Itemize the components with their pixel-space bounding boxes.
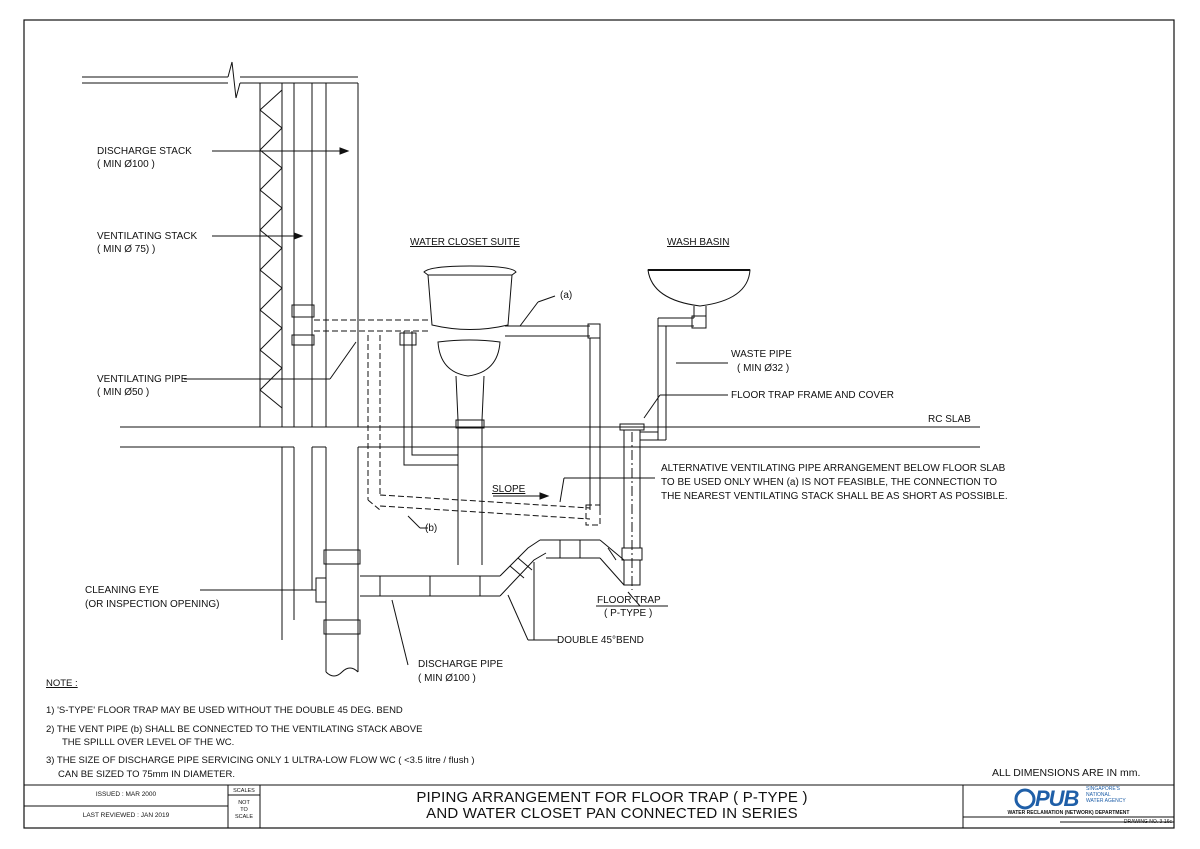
wall: [259, 83, 283, 640]
rc-slab: [120, 426, 980, 448]
logo-sub-2: NATIONAL: [1086, 792, 1111, 798]
slope-label: SLOPE: [492, 484, 526, 495]
vent-pipe-a: [314, 319, 601, 510]
cleaning-eye-label: CLEANING EYE: [85, 585, 159, 596]
alt-note-line2: TO BE USED ONLY WHEN (a) IS NOT FEASIBLE…: [661, 477, 997, 488]
ventilating-stack-label: VENTILATING STACK: [97, 231, 198, 242]
ventilating-pipe-label: VENTILATING PIPE: [97, 374, 188, 385]
inspection-opening-label: (OR INSPECTION OPENING): [85, 599, 220, 610]
marker-b: (b): [425, 523, 438, 534]
discharge-pipe-min: ( MIN Ø100 ): [418, 673, 476, 684]
dimensions-note: ALL DIMENSIONS ARE IN mm.: [992, 767, 1141, 779]
waste-pipe-label: WASTE PIPE: [731, 349, 792, 360]
rc-slab-label: RC SLAB: [928, 414, 971, 425]
discharge-stack: [315, 83, 361, 677]
upper-slab: [82, 61, 358, 99]
scales-label: SCALES: [233, 788, 255, 794]
waste-pipe-min: ( MIN Ø32 ): [737, 363, 790, 374]
discharge-stack-label: DISCHARGE STACK: [97, 146, 192, 157]
not-to-scale-1: NOT: [238, 800, 250, 806]
discharge-stack-min: ( MIN Ø100 ): [97, 159, 155, 170]
ventilating-pipe-min: ( MIN Ø50 ): [97, 387, 150, 398]
water-closet-suite-label: WATER CLOSET SUITE: [410, 237, 520, 248]
sheet-border: [23, 19, 1175, 829]
vent-pipe-b: [367, 335, 601, 526]
note-3b: CAN BE SIZED TO 75mm IN DIAMETER.: [58, 769, 236, 780]
logo-sub-1: SINGAPORE'S: [1086, 786, 1121, 792]
floor-trap-label: FLOOR TRAP: [597, 595, 661, 606]
pub-logo-text: PUB: [1035, 786, 1079, 811]
note-2b: THE SPILLL OVER LEVEL OF THE WC.: [62, 737, 235, 748]
alt-note-line1: ALTERNATIVE VENTILATING PIPE ARRANGEMENT…: [661, 463, 1006, 474]
double-bend-label: DOUBLE 45°BEND: [557, 635, 644, 646]
ventilating-stack-min: ( MIN Ø 75) ): [97, 244, 156, 255]
floor-trap-frame-label: FLOOR TRAP FRAME AND COVER: [731, 390, 894, 401]
note-2a: 2) THE VENT PIPE (b) SHALL BE CONNECTED …: [46, 724, 423, 735]
pub-logo-icon: [1014, 788, 1036, 810]
drawing-title-line1: PIPING ARRANGEMENT FOR FLOOR TRAP ( P-TY…: [416, 789, 808, 806]
wash-basin: [640, 269, 751, 441]
alt-note-line3: THE NEAREST VENTILATING STACK SHALL BE A…: [661, 491, 1008, 502]
logo-sub-3: WATER AGENCY: [1086, 798, 1126, 804]
floor-trap: [619, 423, 645, 590]
note-1: 1) 'S-TYPE' FLOOR TRAP MAY BE USED WITHO…: [46, 705, 403, 716]
floor-trap-type: ( P-TYPE ): [604, 608, 653, 619]
wc-suite: [399, 265, 517, 565]
discharge-pipe: [360, 539, 625, 597]
note-3a: 3) THE SIZE OF DISCHARGE PIPE SERVICING …: [46, 755, 475, 766]
drawing-title-line2: AND WATER CLOSET PAN CONNECTED IN SERIES: [426, 805, 798, 822]
note-heading: NOTE :: [46, 678, 78, 689]
department-label: WATER RECLAMATION (NETWORK) DEPARTMENT: [1007, 810, 1130, 816]
title-block: [24, 784, 1174, 828]
ventilating-stack: [291, 83, 315, 620]
leader-lines: [184, 147, 975, 666]
discharge-pipe-label: DISCHARGE PIPE: [418, 659, 504, 670]
wash-basin-label: WASH BASIN: [667, 237, 730, 248]
not-to-scale-2: TO: [240, 807, 248, 813]
drawing-number: DRAWING NO. 3-16c: [1123, 819, 1172, 825]
not-to-scale-3: SCALE: [234, 814, 254, 820]
last-reviewed-date: LAST REVIEWED : JAN 2019: [82, 812, 170, 819]
marker-a: (a): [560, 290, 573, 301]
issued-date: ISSUED : MAR 2000: [95, 791, 157, 798]
